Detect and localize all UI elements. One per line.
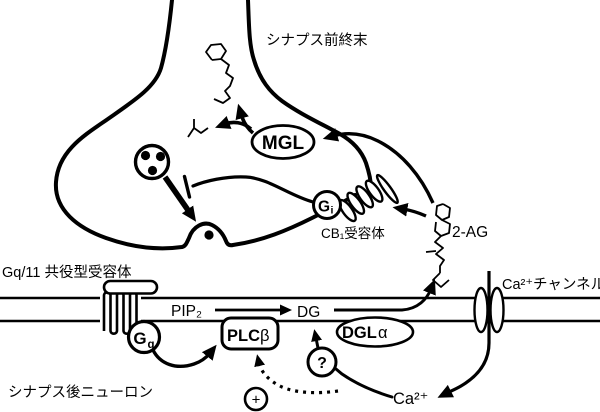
gq-label: G xyxy=(133,329,146,348)
two-ag-to-cb1-arrow xyxy=(392,202,427,218)
glycerol-molecule xyxy=(187,119,209,138)
presynaptic-terminal-label: シナプス前終末 xyxy=(266,32,368,49)
gq-protein-badge xyxy=(126,319,162,355)
plcbeta-label: PLC xyxy=(227,327,260,345)
question-label: ? xyxy=(317,355,327,372)
ca-to-question-line xyxy=(334,367,394,399)
gi-label: G xyxy=(318,199,330,216)
gq11-receptor-label: Gq/11 共役型受容体 xyxy=(2,264,132,281)
plus-label: + xyxy=(252,392,261,409)
ca2-label: Ca²⁺ xyxy=(393,390,428,408)
arachidonic-acid-molecule xyxy=(205,43,234,104)
inhibition-bar xyxy=(182,174,192,199)
release-site-dot xyxy=(204,230,214,240)
dgl-alpha-label-greek: α xyxy=(378,324,388,342)
presynaptic-terminal-outline xyxy=(53,0,373,251)
question-badge xyxy=(306,346,338,378)
ca-facilitation-dashed-arrow xyxy=(254,354,339,395)
question-to-dg-arrow xyxy=(311,329,322,349)
plus-badge xyxy=(243,386,269,412)
gq-label-sub: q xyxy=(148,339,155,351)
dgl-alpha-ellipse xyxy=(335,316,415,348)
mgl-label: MGL xyxy=(262,133,305,154)
plcbeta-label-greek: β xyxy=(260,327,270,345)
ca-channel-icon xyxy=(437,271,505,398)
gi-protein-badge xyxy=(312,190,342,220)
ca-channel-label: Ca²⁺チャンネル xyxy=(502,276,600,293)
vesicle-dot xyxy=(155,151,166,162)
inhibition-line xyxy=(191,175,315,204)
dg-label: DG xyxy=(297,304,320,321)
two-ag-to-mgl-arrow xyxy=(322,128,435,204)
two-ag-label: 2-AG xyxy=(452,224,488,241)
postsynaptic-neuron-label: シナプス後ニューロン xyxy=(8,384,153,401)
cb1-receptor-icon xyxy=(338,173,399,223)
mgl-ellipse xyxy=(250,124,316,160)
two-ag-molecule xyxy=(425,203,451,288)
gi-label-sub: i xyxy=(331,205,334,217)
plcbeta-box xyxy=(220,316,280,351)
dg-to-2ag-arrow xyxy=(334,279,436,312)
synaptic-vesicle xyxy=(133,143,171,181)
vesicle-dot xyxy=(140,150,151,161)
dgl-alpha-label: DGL xyxy=(342,324,377,342)
gq-to-plcbeta-arrow xyxy=(151,344,217,369)
gq11-receptor-icon xyxy=(100,279,159,342)
mgl-to-glycerol-arrow xyxy=(215,116,253,131)
cb1-receptor-label: CB₁受容体 xyxy=(321,225,385,241)
release-arrow xyxy=(162,175,197,222)
vesicle-dot xyxy=(147,165,158,176)
pip2-label: PIP₂ xyxy=(171,303,202,320)
ca-influx-arrow xyxy=(437,271,491,398)
